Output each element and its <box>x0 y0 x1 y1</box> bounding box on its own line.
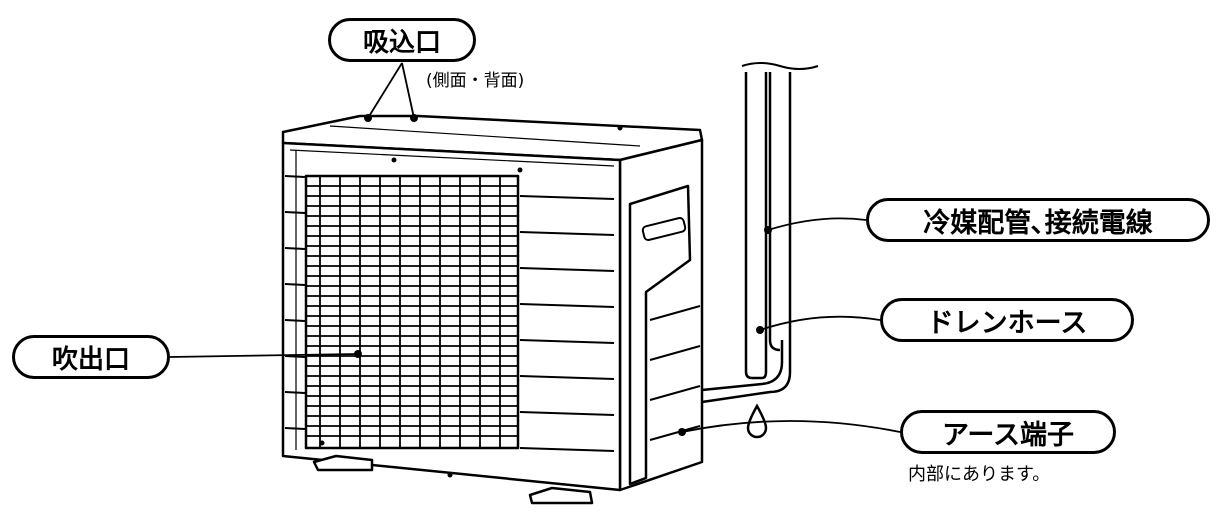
label-intake: 吸込口 <box>328 18 476 62</box>
leader-lines <box>169 62 901 433</box>
label-earth-terminal: アース端子 <box>900 410 1116 454</box>
label-intake-note: (側面・背面) <box>426 71 525 91</box>
label-outlet: 吹出口 <box>12 335 170 379</box>
refrigerant-piping <box>701 62 819 404</box>
cover-handle <box>641 216 687 242</box>
label-drain-hose: ドレンホース <box>880 298 1134 342</box>
foot-right <box>528 486 594 505</box>
outdoor-unit <box>281 114 704 505</box>
label-earth-note: 内部にあります。 <box>908 464 1051 485</box>
label-refrigerant-pipes: 冷媒配管､接続電線 <box>866 198 1210 242</box>
foot-left <box>312 454 374 472</box>
service-cover <box>628 184 692 486</box>
leader-dots <box>354 114 772 436</box>
fan-grille <box>304 174 520 450</box>
